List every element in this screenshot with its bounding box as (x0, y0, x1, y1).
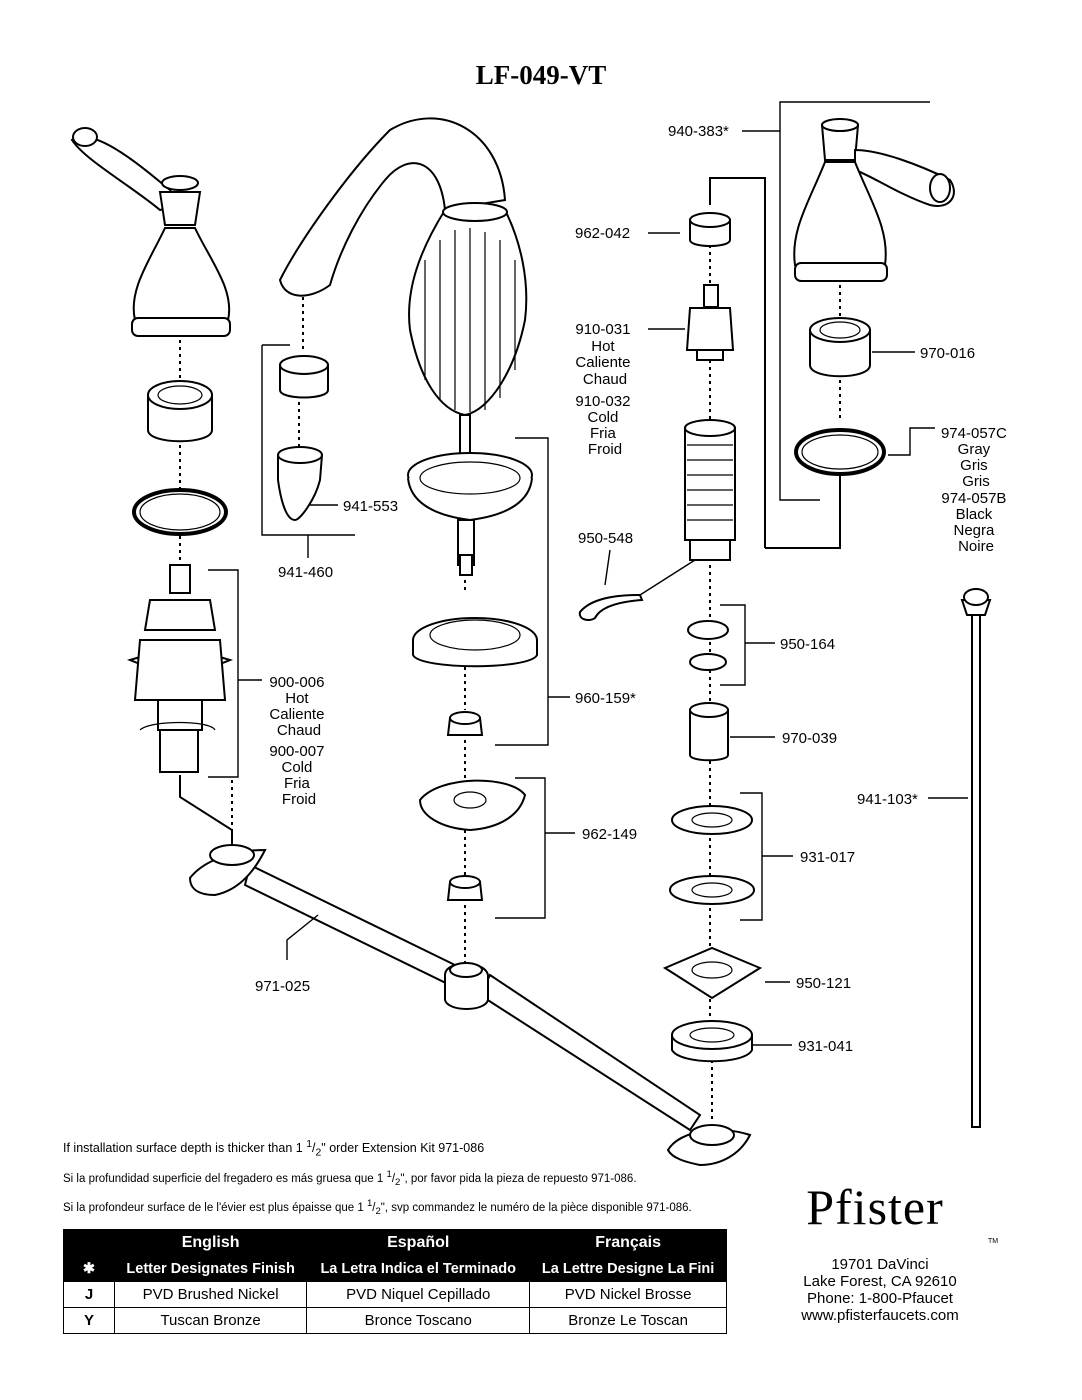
note-spanish: Si la profundidad superficie del fregade… (63, 1168, 637, 1188)
diagram-title: LF-049-VT (475, 60, 607, 90)
right-retaining-nut (689, 212, 731, 247)
washers (669, 805, 755, 905)
label-910-032: 910-032 Cold Fria Froid (575, 393, 634, 458)
label-941-553: 941-553 (343, 498, 398, 515)
label-974-057C: 974-057C Gray Gris Gris (941, 425, 1011, 490)
spout-hex-nut-lower (446, 875, 484, 901)
note-french: Si la profondeur surface de le l'évier e… (63, 1197, 692, 1217)
address-street: 19701 DaVinci (831, 1256, 929, 1273)
clip (578, 593, 644, 621)
subheader-espanol: La Letra Indica el Terminado (306, 1255, 531, 1282)
label-900-007: 900-007 Cold Fria Froid (269, 743, 328, 808)
left-o-ring (132, 488, 228, 536)
label-950-121: 950-121 (796, 975, 851, 992)
lift-rod (960, 588, 992, 1128)
right-handle (793, 118, 955, 282)
exploded-parts-diagram: 940-383* 962-042 910-031 Hot Caliente Ch… (70, 101, 1011, 1167)
label-950-164: 950-164 (780, 636, 835, 653)
spout-hex-nut-upper (446, 711, 484, 736)
label-971-025: 971-025 (255, 978, 310, 995)
right-valve-body (684, 419, 736, 561)
table-row: J PVD Brushed Nickel PVD Niquel Cepillad… (63, 1281, 727, 1308)
part-labels: 940-383* 962-042 910-031 Hot Caliente Ch… (255, 123, 1011, 1055)
aerator-key (277, 446, 324, 522)
right-o-ring (794, 428, 886, 476)
label-940-383: 940-383* (668, 123, 729, 140)
subheader-english: Letter Designates Finish (113, 1255, 308, 1282)
label-974-057B: 974-057B Black Negra Noire (941, 490, 1010, 555)
label-970-039: 970-039 (782, 730, 837, 747)
col-francais: Français (529, 1229, 727, 1256)
square-gasket (662, 946, 763, 1000)
installation-notes: If installation surface depth is thicker… (63, 1134, 692, 1222)
label-900-006: 900-006 Hot Caliente Chaud (269, 674, 328, 739)
aerator (279, 355, 329, 399)
finish-cell: PVD Brushed Nickel (113, 1281, 308, 1308)
mounting-bracket (418, 779, 527, 832)
waterway-tubes (188, 844, 752, 1167)
finish-cell: PVD Nickel Brosse (529, 1281, 727, 1308)
adapter (689, 702, 729, 762)
label-931-017: 931-017 (800, 849, 855, 866)
finish-cell: Bronze Le Toscan (529, 1307, 727, 1334)
address-city: Lake Forest, CA 92610 (803, 1273, 957, 1290)
right-cartridge (685, 284, 735, 361)
left-valve-cartridge (126, 564, 234, 773)
note-english: If installation surface depth is thicker… (63, 1139, 485, 1159)
label-960-159: 960-159* (575, 690, 636, 707)
label-941-460: 941-460 (278, 564, 333, 581)
label-931-041: 931-041 (798, 1038, 853, 1055)
finish-code: Y (63, 1307, 115, 1334)
spout-base-plate (412, 617, 538, 668)
finish-symbol: ✱ (63, 1255, 115, 1282)
trademark: TM (988, 1238, 999, 1245)
label-962-042: 962-042 (575, 225, 630, 242)
brand-logo: Pfister (806, 1179, 944, 1235)
finish-table: English Español Français ✱ Letter Design… (63, 1229, 727, 1334)
label-970-016: 970-016 (920, 345, 975, 362)
col-english: English (113, 1229, 308, 1256)
finish-cell: PVD Niquel Cepillado (306, 1281, 531, 1308)
label-950-548: 950-548 (578, 530, 633, 547)
finish-cell: Bronce Toscano (306, 1307, 531, 1334)
right-bonnet-nut (809, 317, 871, 378)
left-handle (70, 127, 231, 337)
left-bonnet-nut (147, 380, 213, 443)
mounting-nut (671, 1020, 753, 1063)
leader-lines (179, 101, 968, 1046)
col-espanol: Español (306, 1229, 531, 1256)
address-phone: Phone: 1-800-Pfaucet (807, 1290, 953, 1307)
address-website: www.pfisterfaucets.com (801, 1307, 959, 1324)
label-941-103: 941-103* (857, 791, 918, 808)
o-rings-pair (687, 620, 729, 671)
finish-code: J (63, 1281, 115, 1308)
spout-escutcheon (407, 452, 533, 576)
finish-cell: Tuscan Bronze (113, 1307, 308, 1334)
company-address: 19701 DaVinci Lake Forest, CA 92610 Phon… (760, 1256, 1000, 1324)
subheader-francais: La Lettre Designe La Fini (529, 1255, 727, 1282)
table-row: Y Tuscan Bronze Bronce Toscano Bronze Le… (63, 1307, 727, 1334)
label-910-031: 910-031 Hot Caliente Chaud (575, 321, 634, 388)
label-962-149: 962-149 (582, 826, 637, 843)
